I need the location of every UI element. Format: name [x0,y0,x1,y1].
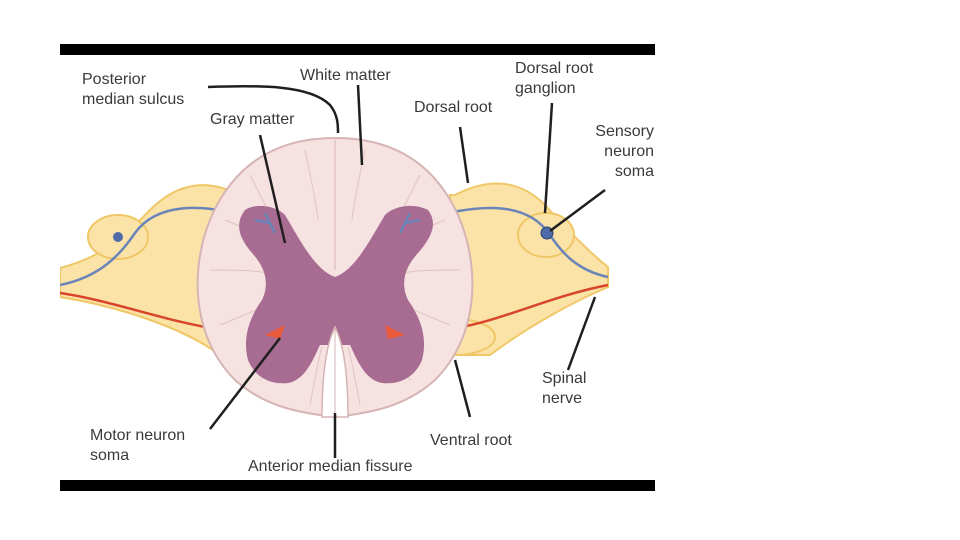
leader-motor-soma [209,337,281,430]
right-nerve-band [449,182,609,356]
spinal-cord-diagram: Posterior median sulcus White matter Dor… [60,55,655,480]
top-black-bar [60,44,655,55]
leader-ventral-root [453,359,472,418]
leader-dorsal-root [458,126,470,184]
bottom-black-bar [60,480,655,491]
right-synapse-mark [398,212,421,234]
leader-white-matter [356,84,364,166]
leader-gray-matter [258,134,287,244]
label-ventral-root: Ventral root [430,432,512,449]
label-dorsal-root-ganglion: Dorsal root ganglion [515,60,594,97]
right-motor-soma [385,325,405,339]
label-posterior-median-sulcus: Posterior median sulcus [82,71,185,108]
leader-spinal-nerve [566,296,597,371]
left-sensory-fiber [60,206,256,287]
leader-sensory-soma [549,188,606,233]
gray-matter [239,205,433,384]
label-spinal-nerve: Spinal nerve [542,370,587,407]
label-gray-matter: Gray matter [210,111,295,128]
leader-posterior-median-sulcus [207,84,340,134]
leader-lines [207,84,606,458]
label-white-matter: White matter [300,67,391,84]
spinal-cord-illustration [60,84,609,458]
label-motor-neuron-soma: Motor neuron soma [90,427,186,464]
left-synapse-mark [254,212,277,234]
label-dorsal-root: Dorsal root [414,99,493,116]
left-sensory-soma [113,232,123,242]
label-anterior-median-fissure: Anterior median fissure [248,458,413,475]
label-sensory-neuron-soma: Sensory neuron soma [595,123,654,180]
left-motor-soma [265,325,285,339]
leader-dorsal-root-ganglion [543,102,554,214]
